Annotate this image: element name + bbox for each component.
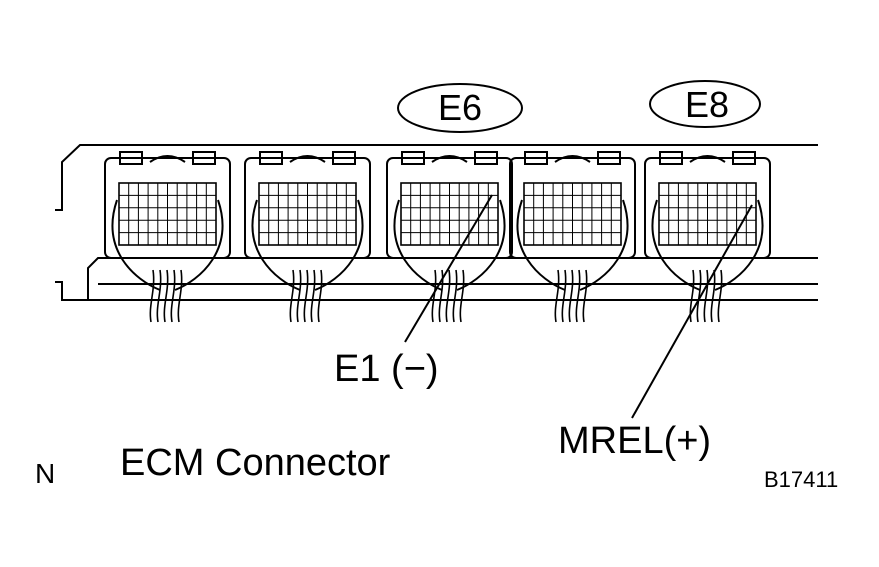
connector-latch-left-1: [119, 151, 143, 165]
harness-wire: [177, 269, 183, 323]
caption-title: ECM Connector: [120, 442, 391, 484]
callout-mrel-positive: MREL(+): [558, 420, 712, 462]
harness-wire: [156, 269, 162, 323]
figure-code: B17411: [764, 467, 839, 492]
connector-body-3: [386, 157, 513, 259]
harness-wire: [149, 269, 155, 323]
harness-wire: [582, 269, 588, 323]
connector-top-arc-3: [431, 155, 468, 163]
wire-cover-1: [111, 199, 224, 291]
callout-e1-negative: E1 (−): [334, 348, 439, 390]
connector-body-5: [644, 157, 771, 259]
harness-wire: [689, 269, 695, 323]
harness-wire: [554, 269, 560, 323]
connector-latch-left-4: [524, 151, 548, 165]
wire-cover-5: [651, 199, 764, 291]
housing-top-edge: [55, 144, 818, 211]
connector-latch-left-2: [259, 151, 283, 165]
wire-cover-2: [251, 199, 364, 291]
harness-wire: [703, 269, 709, 323]
connector-latch-left-3: [401, 151, 425, 165]
harness-wire: [317, 269, 323, 323]
harness-wire: [459, 269, 465, 323]
harness-wire: [561, 269, 567, 323]
harness-wire: [568, 269, 574, 323]
harness-wire: [452, 269, 458, 323]
harness-wire: [310, 269, 316, 323]
connector-latch-right-3: [474, 151, 498, 165]
harness-wire: [163, 269, 169, 323]
harness-wire: [438, 269, 444, 323]
connector-top-arc-4: [554, 155, 591, 163]
leader-mrel: [631, 204, 753, 419]
caption-prefix: N: [35, 458, 56, 489]
wire-cover-3: [393, 199, 506, 291]
connector-latch-left-5: [659, 151, 683, 165]
harness-wire: [303, 269, 309, 323]
housing-inner-ledge: [87, 257, 818, 300]
harness-wire: [445, 269, 451, 323]
connector-body-4: [509, 157, 636, 259]
connector-top-arc-1: [149, 155, 186, 163]
connector-top-arc-2: [289, 155, 326, 163]
connector-latch-right-4: [597, 151, 621, 165]
connector-top-arc-5: [689, 155, 726, 163]
harness-wire: [289, 269, 295, 323]
harness-wire: [717, 269, 723, 323]
harness-wire: [710, 269, 716, 323]
connector-body-2: [244, 157, 371, 259]
connector-latch-right-5: [732, 151, 756, 165]
harness-wire: [575, 269, 581, 323]
wire-cover-4: [516, 199, 629, 291]
connector-tag-oval-e6: [397, 83, 523, 133]
connector-latch-right-1: [192, 151, 216, 165]
leader-e1: [404, 194, 493, 343]
connector-body-1: [104, 157, 231, 259]
connector-tag-e6: E6: [437, 87, 483, 128]
connector-tag-oval-e8: [649, 80, 761, 128]
harness-wire: [170, 269, 176, 323]
harness-wire: [296, 269, 302, 323]
connector-latch-right-2: [332, 151, 356, 165]
harness-wire: [431, 269, 437, 323]
connector-tag-e8: E8: [684, 84, 730, 125]
